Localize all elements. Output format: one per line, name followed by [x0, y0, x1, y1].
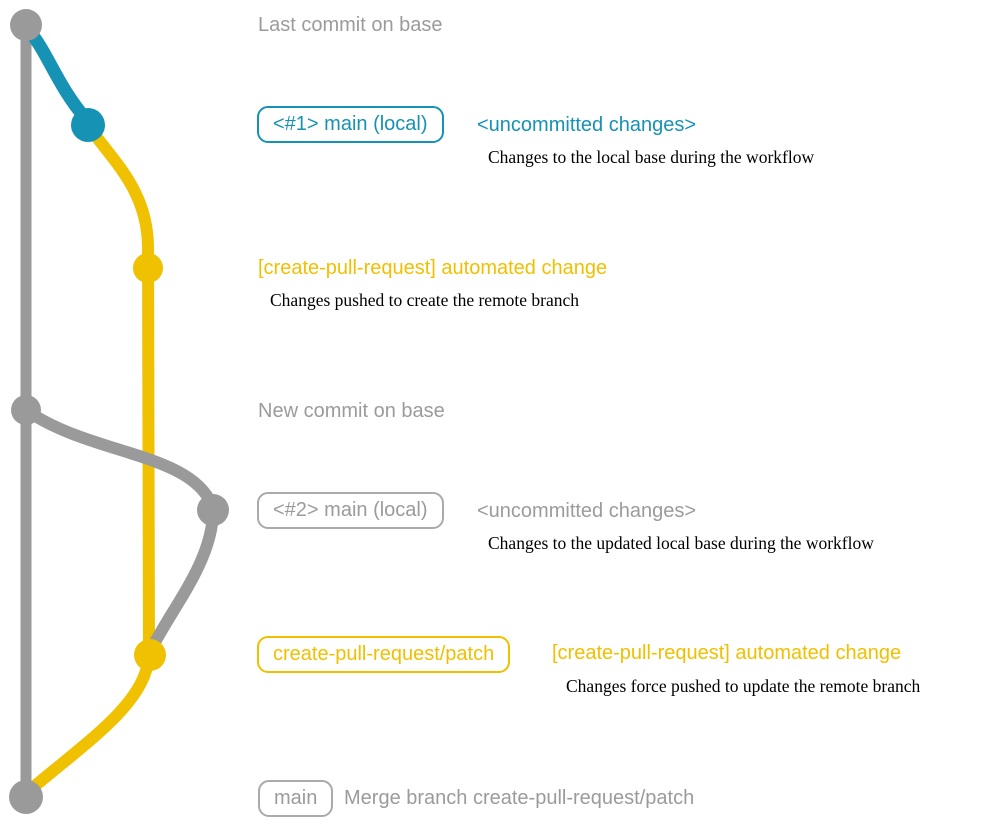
branch-ref-main-local-1: <#1> main (local) — [257, 106, 444, 143]
pr-commit-1-message: [create-pull-request] automated change — [258, 257, 608, 279]
pr-commit-2-message: [create-pull-request] automated change — [552, 642, 902, 664]
new-commit-on-base-label: New commit on base — [258, 400, 445, 422]
uncommitted-changes-desc-2: Changes to the updated local base during… — [488, 533, 874, 553]
local-main-branch-line-1 — [20, 21, 93, 126]
local-main-branch-line-2b — [146, 506, 219, 654]
branch-ref-main-merge: main — [258, 780, 334, 817]
local-main-branch-line-2a — [20, 404, 218, 511]
last-commit-on-base-label: Last commit on base — [258, 14, 443, 36]
merge-branch-label: Merge branch create-pull-request/patch — [344, 787, 695, 809]
uncommitted-changes-label-1: <uncommitted changes> — [477, 114, 697, 136]
commit-node-local-main-1 — [71, 108, 105, 142]
uncommitted-changes-desc-1: Changes to the local base during the wor… — [488, 147, 815, 167]
uncommitted-changes-label-2: <uncommitted changes> — [477, 500, 697, 522]
commit-node-base-merge — [9, 780, 43, 814]
commit-node-local-main-2 — [197, 494, 229, 526]
branch-ref-create-pull-request-patch: create-pull-request/patch — [257, 636, 511, 673]
commit-node-base-top — [10, 9, 42, 41]
pr-commit-1-desc: Changes pushed to create the remote bran… — [270, 290, 580, 310]
commit-node-pr-2 — [134, 639, 166, 671]
branch-ref-main-local-2: <#2> main (local) — [257, 492, 444, 529]
commit-node-pr-1 — [133, 253, 163, 283]
commit-node-base-new — [11, 395, 41, 425]
pr-commit-2-desc: Changes force pushed to update the remot… — [566, 676, 921, 696]
